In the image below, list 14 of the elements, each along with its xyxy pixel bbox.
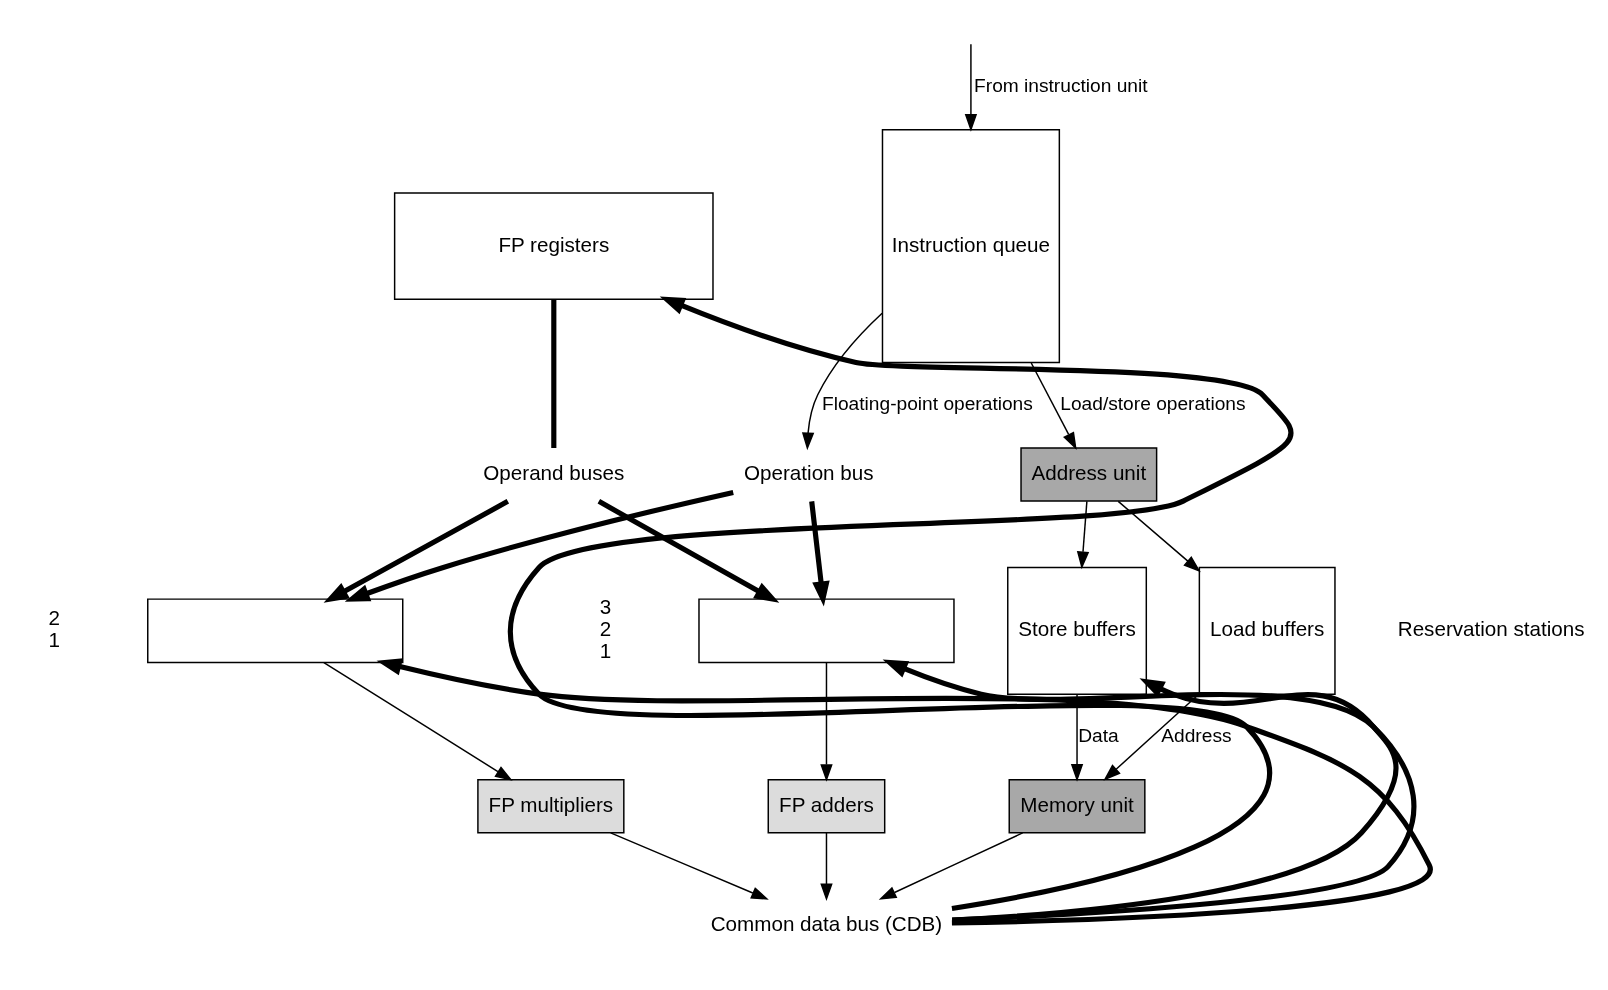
edge-label: From instruction unit (974, 74, 1148, 96)
edge-label: Address (1161, 724, 1232, 746)
node-text: Common data bus (CDB) (710, 911, 943, 935)
label: Reservation stations (1397, 616, 1585, 640)
node-label: 2 (599, 616, 612, 640)
node-label: 3 (599, 594, 612, 618)
node-text: Operation bus (744, 460, 874, 484)
node-label: 1 (48, 627, 60, 651)
edge-label: Load/store operations (1060, 392, 1246, 414)
node-text: Operand buses (483, 460, 625, 484)
edge-label: Floating-point operations (822, 392, 1033, 414)
node-label: 2 (48, 605, 60, 629)
node-label: 1 (599, 638, 612, 662)
edge-label: Data (1078, 724, 1119, 746)
